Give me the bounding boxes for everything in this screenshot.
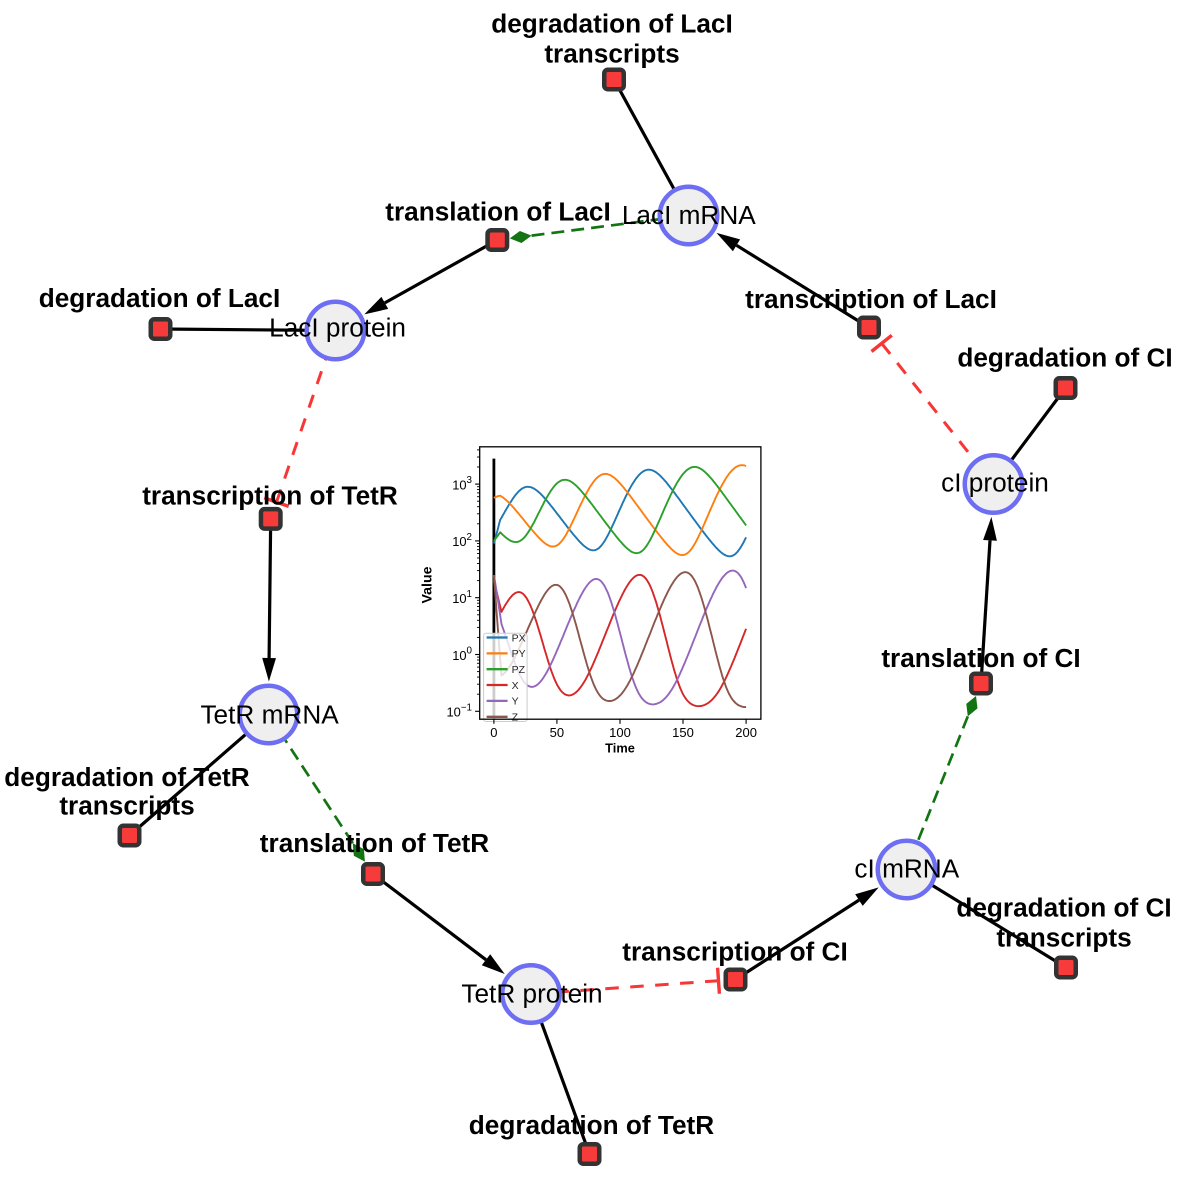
svg-text:100: 100 bbox=[609, 725, 631, 740]
svg-text:10−1: 10−1 bbox=[446, 702, 472, 719]
svg-text:degradation of TetR: degradation of TetR bbox=[469, 1110, 714, 1140]
svg-text:degradation of CI: degradation of CI bbox=[956, 893, 1171, 923]
svg-text:102: 102 bbox=[452, 532, 472, 549]
svg-text:cI protein: cI protein bbox=[941, 468, 1049, 498]
svg-text:50: 50 bbox=[550, 725, 564, 740]
svg-text:Y: Y bbox=[512, 696, 519, 708]
svg-text:103: 103 bbox=[452, 475, 472, 492]
svg-text:transcripts: transcripts bbox=[544, 39, 679, 69]
svg-text:X: X bbox=[512, 680, 519, 692]
svg-text:degradation of CI: degradation of CI bbox=[957, 342, 1172, 372]
svg-text:transcription of CI: transcription of CI bbox=[622, 937, 848, 967]
svg-text:Value: Value bbox=[420, 566, 436, 603]
svg-text:LacI mRNA: LacI mRNA bbox=[622, 200, 756, 230]
svg-text:translation of TetR: translation of TetR bbox=[260, 828, 489, 858]
svg-text:TetR protein: TetR protein bbox=[461, 979, 602, 1009]
svg-text:transcripts: transcripts bbox=[996, 922, 1131, 952]
svg-text:transcription of LacI: transcription of LacI bbox=[745, 284, 997, 314]
svg-text:PX: PX bbox=[512, 632, 526, 644]
svg-text:101: 101 bbox=[452, 589, 472, 606]
svg-text:PZ: PZ bbox=[512, 664, 526, 676]
svg-text:200: 200 bbox=[735, 725, 757, 740]
svg-text:degradation of LacI: degradation of LacI bbox=[39, 283, 281, 313]
svg-text:cI mRNA: cI mRNA bbox=[854, 854, 959, 884]
svg-text:transcripts: transcripts bbox=[59, 790, 194, 820]
svg-text:0: 0 bbox=[490, 725, 497, 740]
svg-text:transcription of TetR: transcription of TetR bbox=[142, 481, 398, 511]
svg-text:100: 100 bbox=[452, 646, 472, 663]
svg-text:LacI protein: LacI protein bbox=[269, 312, 406, 342]
svg-text:Z: Z bbox=[512, 712, 519, 724]
svg-text:translation of CI: translation of CI bbox=[881, 643, 1080, 673]
svg-text:PY: PY bbox=[512, 648, 526, 660]
svg-text:150: 150 bbox=[672, 725, 694, 740]
svg-text:Time: Time bbox=[605, 740, 635, 755]
svg-text:translation of LacI: translation of LacI bbox=[385, 196, 611, 226]
svg-text:TetR mRNA: TetR mRNA bbox=[200, 700, 339, 730]
svg-text:degradation of TetR: degradation of TetR bbox=[4, 762, 249, 792]
svg-text:degradation of LacI: degradation of LacI bbox=[491, 8, 733, 38]
